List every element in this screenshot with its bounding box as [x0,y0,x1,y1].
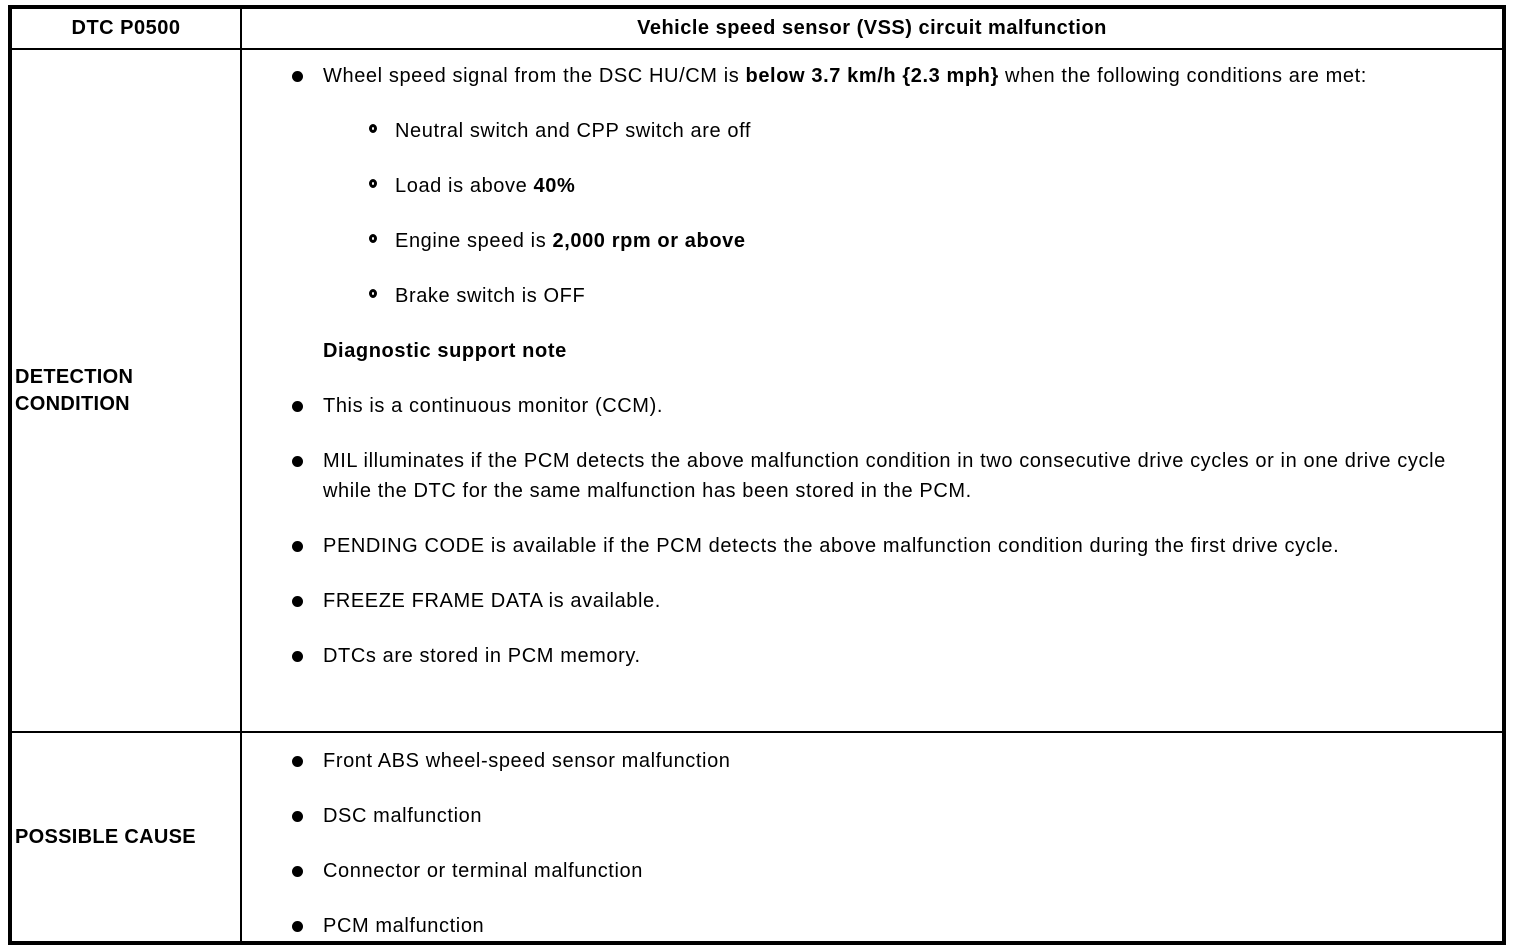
text-segment: Brake switch is OFF [395,285,586,307]
detection-note-bullet: FREEZE FRAME DATA is available. [242,586,1476,616]
detection-sub-bullet: Neutral switch and CPP switch are off [242,116,1476,146]
bold-text-segment: below 3.7 km/h {2.3 mph} [745,65,999,87]
text-segment: Engine speed is [395,230,553,252]
text-segment: Load is above [395,175,534,197]
filled-bullet-icon [292,811,303,822]
sub-bullet-text: Load is above 40% [395,171,575,201]
note-text: FREEZE FRAME DATA is available. [323,590,661,612]
possible-cause-row: POSSIBLE CAUSE Front ABS wheel-speed sen… [9,731,1505,944]
detection-note-bullet: DTCs are stored in PCM memory. [242,641,1476,671]
filled-bullet-icon [292,456,303,467]
dtc-code-header: DTC P0500 [9,6,242,50]
detection-note-bullet: This is a continuous monitor (CCM). [242,391,1476,421]
cause-text: PCM malfunction [323,915,485,937]
detection-condition-content: Wheel speed signal from the DSC HU/CM is… [240,48,1505,733]
sub-bullet-text: Engine speed is 2,000 rpm or above [395,226,746,256]
filled-bullet-icon [292,651,303,662]
text-segment: Neutral switch and CPP switch are off [395,120,752,142]
detection-main-bullet: Wheel speed signal from the DSC HU/CM is… [242,61,1476,91]
cause-text: Front ABS wheel-speed sensor malfunction [323,750,731,772]
note-text: DTCs are stored in PCM memory. [323,645,641,667]
cause-bullet: Front ABS wheel-speed sensor malfunction [242,746,1476,776]
bold-text-segment: 2,000 rpm or above [552,230,746,252]
cause-bullet: Connector or terminal malfunction [242,856,1476,886]
detection-note-bullet: MIL illuminates if the PCM detects the a… [242,446,1476,506]
detection-sub-bullet: Engine speed is 2,000 rpm or above [242,226,1476,256]
filled-bullet-icon [292,756,303,767]
note-text: PENDING CODE is available if the PCM det… [323,535,1340,557]
cause-text: DSC malfunction [323,805,483,827]
possible-cause-content: Front ABS wheel-speed sensor malfunction… [240,731,1505,944]
table-header-row: DTC P0500 Vehicle speed sensor (VSS) cir… [9,6,1505,50]
hollow-bullet-icon [369,289,377,298]
filled-bullet-icon [292,71,303,82]
filled-bullet-icon [292,401,303,412]
possible-cause-label: POSSIBLE CAUSE [9,731,242,944]
dtc-title-header: Vehicle speed sensor (VSS) circuit malfu… [240,6,1505,50]
sub-bullet-text: Neutral switch and CPP switch are off [395,116,751,146]
detection-sub-bullet: Load is above 40% [242,171,1476,201]
detection-condition-row: DETECTION CONDITION Wheel speed signal f… [9,48,1505,733]
detection-main-bullet-text: Wheel speed signal from the DSC HU/CM is… [323,61,1367,91]
hollow-bullet-icon [369,179,377,188]
cause-bullet: DSC malfunction [242,801,1476,831]
note-text: This is a continuous monitor (CCM). [323,395,663,417]
sub-bullet-text: Brake switch is OFF [395,281,585,311]
text-segment: Wheel speed signal from the DSC HU/CM is [323,65,746,87]
filled-bullet-icon [292,596,303,607]
cause-text: Connector or terminal malfunction [323,860,643,882]
detection-condition-label: DETECTION CONDITION [9,48,242,733]
diagnostic-support-note-heading: Diagnostic support note [323,340,567,362]
detection-sub-bullet: Brake switch is OFF [242,281,1476,311]
hollow-bullet-icon [369,124,377,133]
text-segment: when the following conditions are met: [998,65,1367,87]
dtc-p0500-table: DTC P0500 Vehicle speed sensor (VSS) cir… [8,5,1506,945]
detection-note-bullet: PENDING CODE is available if the PCM det… [242,531,1476,561]
cause-bullet: PCM malfunction [242,911,1476,941]
filled-bullet-icon [292,921,303,932]
bold-text-segment: 40% [533,175,576,197]
filled-bullet-icon [292,541,303,552]
hollow-bullet-icon [369,234,377,243]
note-text: MIL illuminates if the PCM detects the a… [323,450,1446,502]
filled-bullet-icon [292,866,303,877]
